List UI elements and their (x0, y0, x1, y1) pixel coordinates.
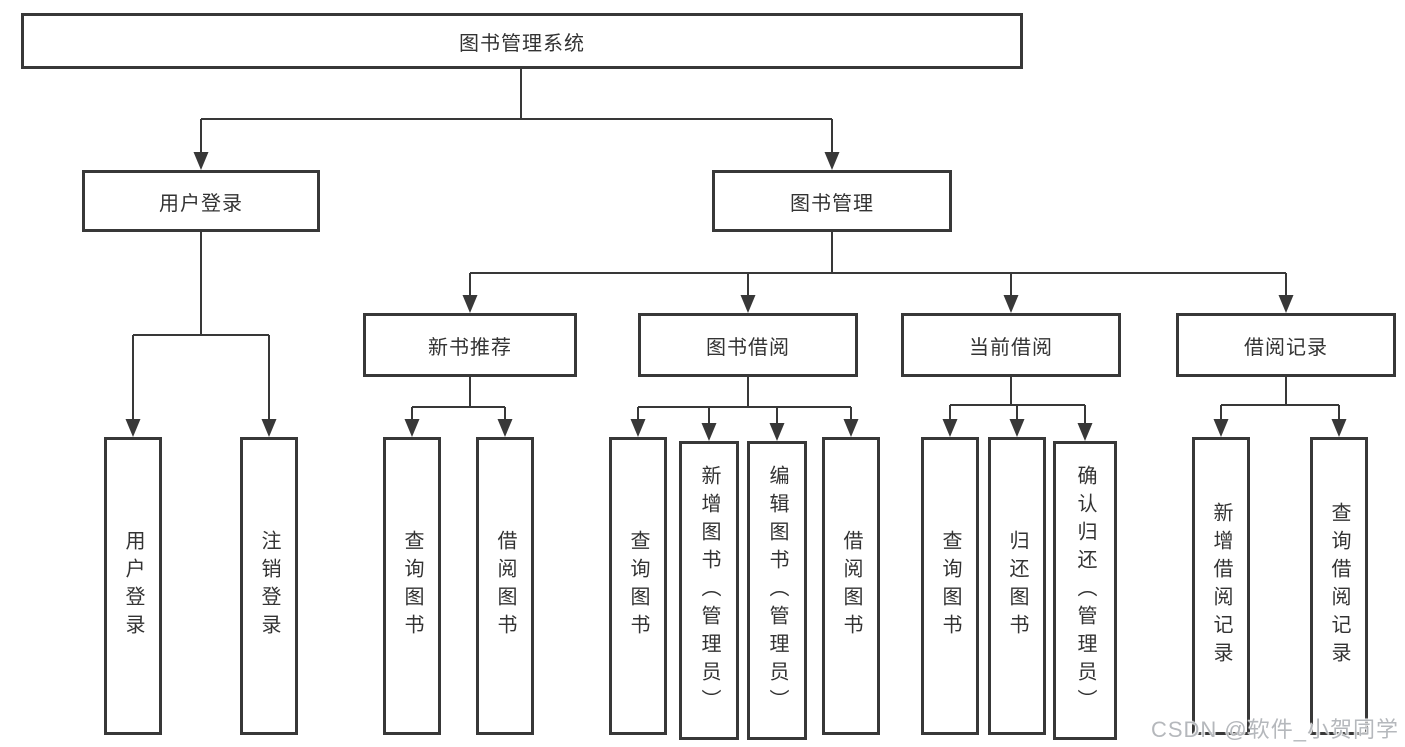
leaf-borrow-books-borrowing: 借阅图书 (822, 437, 880, 735)
leaf-edit-books-admin: 编辑图书（管理员） (747, 441, 807, 740)
leaf-edit-books-admin-label: 编辑图书（管理员） (766, 464, 788, 717)
leaf-query-borrow-record: 查询借阅记录 (1310, 437, 1368, 735)
leaf-borrow-books-recommendation: 借阅图书 (476, 437, 534, 735)
node-current-borrowing: 当前借阅 (901, 313, 1121, 377)
csdn-watermark: CSDN @软件_小贺同学 (1150, 717, 1399, 742)
leaf-logout-login-label: 注销登录 (258, 530, 280, 642)
node-new-book-recommendation-label: 新书推荐 (428, 336, 512, 359)
node-book-borrowing-label: 图书借阅 (706, 336, 790, 359)
leaf-query-books-borrowing: 查询图书 (609, 437, 667, 735)
leaf-logout-login: 注销登录 (240, 437, 298, 735)
node-library-management-system-label: 图书管理系统 (459, 32, 585, 55)
node-user-login-label: 用户登录 (159, 192, 243, 215)
leaf-query-books-recommendation: 查询图书 (383, 437, 441, 735)
leaf-confirm-return-admin: 确认归还（管理员） (1053, 441, 1117, 740)
node-borrowing-records-label: 借阅记录 (1244, 336, 1328, 359)
node-library-management-system: 图书管理系统 (21, 13, 1023, 69)
node-book-management-label: 图书管理 (790, 192, 874, 215)
node-user-login: 用户登录 (82, 170, 320, 232)
node-book-borrowing: 图书借阅 (638, 313, 858, 377)
leaf-return-books: 归还图书 (988, 437, 1046, 735)
leaf-query-books-borrowing-label: 查询图书 (627, 530, 649, 642)
leaf-borrow-books-recommendation-label: 借阅图书 (494, 530, 516, 642)
leaf-user-login: 用户登录 (104, 437, 162, 735)
leaf-query-books-recommendation-label: 查询图书 (401, 530, 423, 642)
leaf-confirm-return-admin-label: 确认归还（管理员） (1074, 464, 1096, 717)
leaf-add-borrow-record: 新增借阅记录 (1192, 437, 1250, 735)
leaf-return-books-label: 归还图书 (1006, 530, 1028, 642)
leaf-query-books-current: 查询图书 (921, 437, 979, 735)
node-new-book-recommendation: 新书推荐 (363, 313, 577, 377)
node-book-management: 图书管理 (712, 170, 952, 232)
leaf-query-books-current-label: 查询图书 (939, 530, 961, 642)
leaf-borrow-books-borrowing-label: 借阅图书 (840, 530, 862, 642)
leaf-user-login-label: 用户登录 (122, 530, 144, 642)
leaf-add-books-admin: 新增图书（管理员） (679, 441, 739, 740)
node-borrowing-records: 借阅记录 (1176, 313, 1396, 377)
leaf-add-books-admin-label: 新增图书（管理员） (698, 464, 720, 717)
leaf-add-borrow-record-label: 新增借阅记录 (1210, 502, 1232, 670)
leaf-query-borrow-record-label: 查询借阅记录 (1328, 502, 1350, 670)
node-current-borrowing-label: 当前借阅 (969, 336, 1053, 359)
